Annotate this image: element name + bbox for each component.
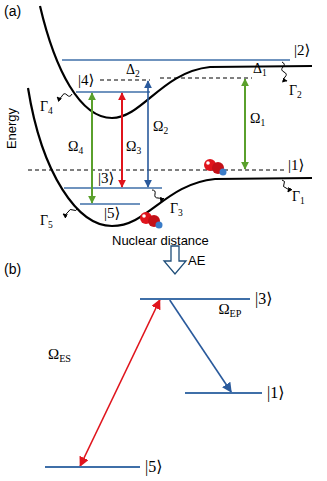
- detuning-label: Δ2: [126, 63, 140, 77]
- rabi-label: ΩES: [48, 347, 71, 362]
- rabi-label: Ω2: [153, 120, 168, 134]
- ground-potential-curve: [28, 88, 312, 226]
- rabi-label: Ω1: [250, 112, 265, 126]
- panel-label: (b): [4, 262, 21, 276]
- decay-squiggle: [63, 208, 78, 215]
- molecule-icon: [204, 159, 227, 176]
- energy-level: |5⟩: [45, 466, 140, 468]
- decay-squiggle: [282, 62, 287, 81]
- molecule-icon: [140, 212, 163, 229]
- coupling-arrow: [147, 81, 149, 187]
- level-label: |5⟩: [145, 459, 162, 475]
- decay-label: Γ1: [292, 190, 305, 204]
- state-label: |1⟩: [288, 158, 304, 173]
- detuning-line: [160, 78, 252, 79]
- level-3: [64, 187, 162, 189]
- energy-level: |3⟩: [140, 298, 250, 300]
- level-4: [76, 91, 150, 93]
- decay-label: Γ3: [170, 202, 183, 216]
- decay-squiggle: [282, 180, 289, 192]
- decay-label: Γ4: [40, 100, 53, 114]
- state-label: |3⟩: [98, 171, 114, 186]
- decay-label: Γ5: [40, 214, 53, 228]
- decay-squiggle: [57, 94, 72, 99]
- level-5: [80, 203, 140, 205]
- rabi-label: Ω3: [126, 140, 141, 154]
- coupling-arrow: [244, 79, 246, 169]
- axis-label: Nuclear distance: [112, 234, 209, 247]
- energy-level: |1⟩: [185, 392, 262, 394]
- coupling-arrow: [91, 93, 93, 203]
- rabi-label: ΩEP: [218, 302, 241, 317]
- rabi-label: Ω4: [68, 140, 83, 154]
- level-label: |3⟩: [255, 291, 272, 307]
- elimination-arrow: [164, 246, 186, 274]
- detuning-label: Δ1: [253, 62, 267, 76]
- state-label: |5⟩: [104, 206, 120, 221]
- coupling-arrow: [121, 93, 123, 187]
- detuning-line: [100, 80, 150, 81]
- level-1-dashed: [28, 170, 284, 171]
- decay-label: Γ2: [289, 84, 302, 98]
- coupling-connector: [80, 300, 160, 466]
- state-label: |4⟩: [78, 73, 94, 88]
- decay-squiggle: [152, 190, 161, 202]
- axis-label: Energy: [6, 107, 19, 148]
- excited-potential-curve: [40, 6, 312, 118]
- state-label: |2⟩: [294, 43, 310, 58]
- level-label: |1⟩: [267, 385, 284, 401]
- process-label: AE: [188, 254, 205, 267]
- panel-label: (a): [4, 4, 21, 18]
- level-2: [62, 59, 290, 61]
